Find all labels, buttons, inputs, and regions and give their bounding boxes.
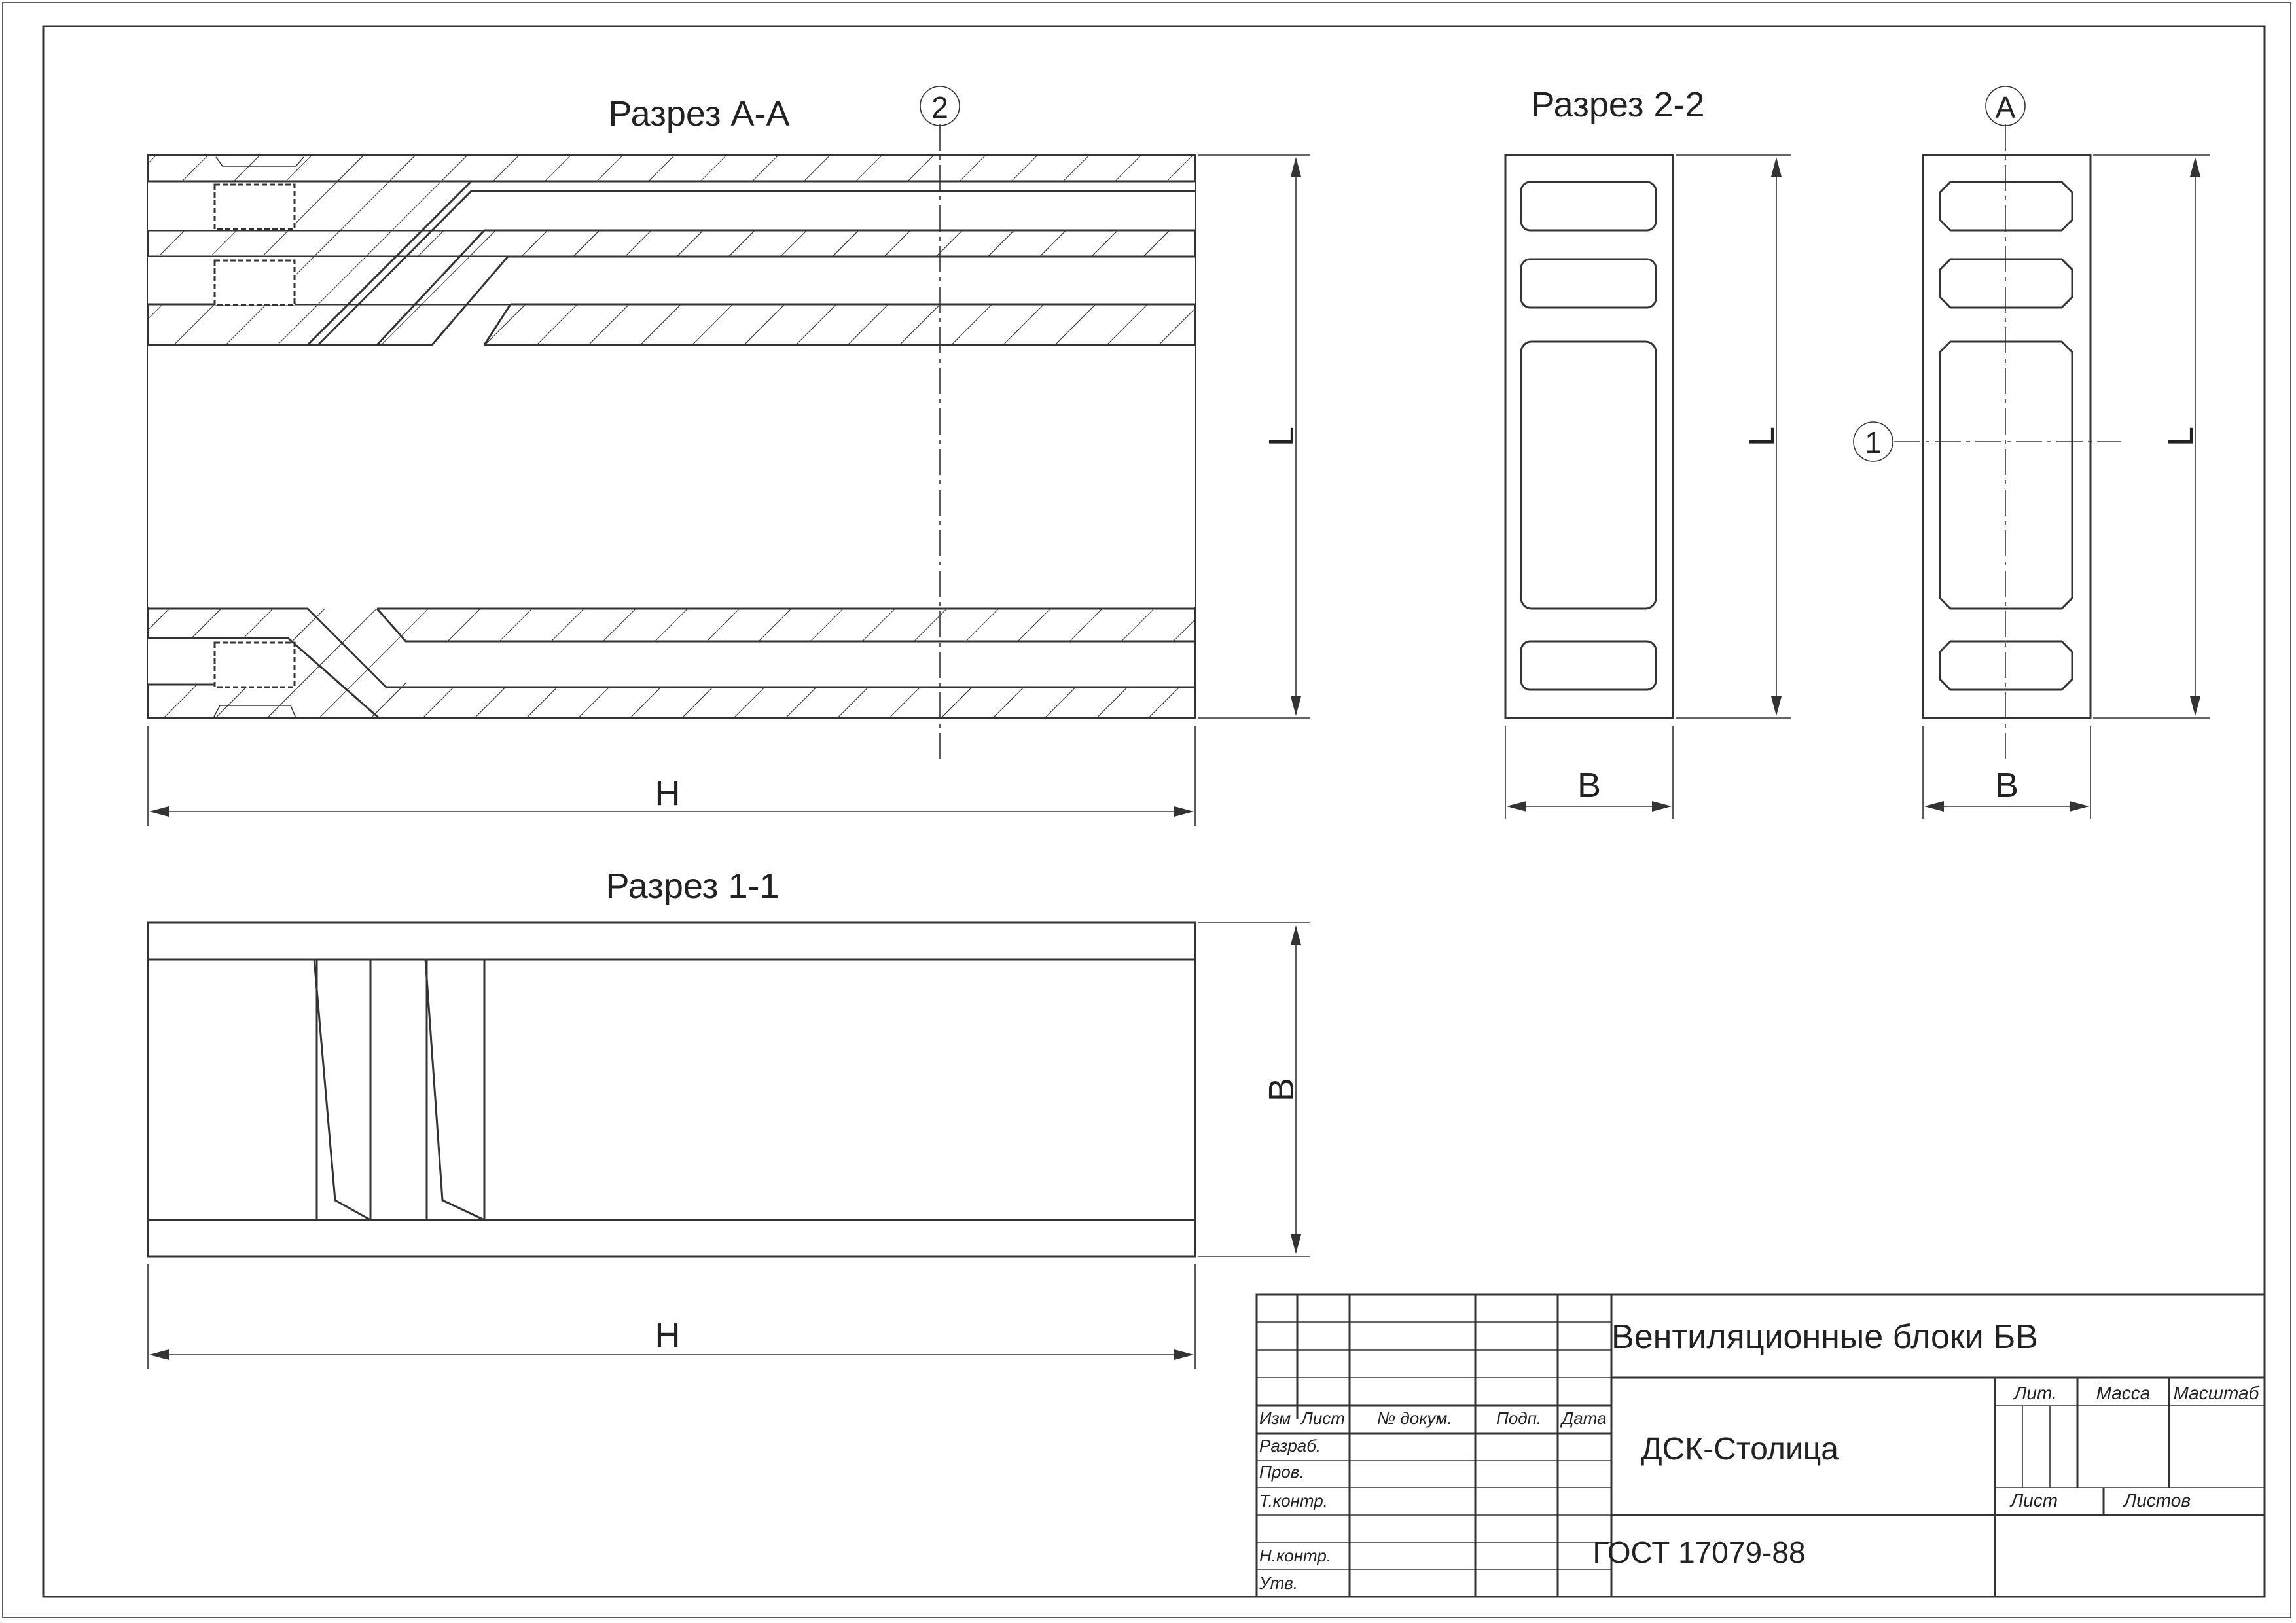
- end-view-dimension-b-label: B: [1995, 766, 2018, 805]
- aa-insert-3: [213, 641, 296, 688]
- axis-1-marker: [1853, 421, 1893, 462]
- product-name: Вентиляционные блоки БВ: [1611, 1318, 2038, 1356]
- row-razrab: Разраб.: [1259, 1436, 1321, 1455]
- axis-a-marker: [1985, 86, 2026, 126]
- section-22-dimension-b-label: B: [1577, 766, 1601, 805]
- axis-1-label: 1: [1865, 425, 1882, 459]
- sheet-label: Лист: [2009, 1490, 2058, 1510]
- axis-a-label: А: [1996, 90, 2016, 124]
- section-22-title: Разрез 2-2: [1531, 85, 1704, 124]
- section-22-dimension-l-label: L: [1742, 427, 1782, 446]
- end-view-channel-1: [1939, 181, 2073, 232]
- end-view-channel-2: [1939, 258, 2073, 309]
- aa-insert-1: [213, 183, 296, 230]
- section-22-channel-3: [1520, 640, 1657, 691]
- section-22-channel-1: [1520, 181, 1657, 232]
- row-tkontr: Т.контр.: [1259, 1491, 1328, 1510]
- col-doc-number: № докум.: [1377, 1408, 1452, 1428]
- sheets-label: Листов: [2123, 1490, 2191, 1510]
- aa-dimension-h-label: H: [655, 774, 681, 813]
- section-11-partition-2: [424, 959, 485, 1221]
- aa-insert-2: [213, 259, 296, 306]
- section-11-dimension-h-label: H: [655, 1315, 681, 1355]
- section-aa-title: Разрез А-А: [608, 94, 789, 134]
- section-aa-view: Разрез А-А: [147, 86, 1310, 826]
- aa-bend-line-1: [295, 180, 473, 358]
- row-prov: Пров.: [1259, 1462, 1304, 1482]
- section-11-partition-1: [313, 959, 371, 1221]
- standard-name: ГОСТ 17079-88: [1592, 1535, 1805, 1569]
- col-date: Дата: [1560, 1408, 1607, 1428]
- lit-label: Лит.: [2013, 1383, 2057, 1403]
- col-list: Лист: [1300, 1408, 1345, 1428]
- axis-2-marker: [920, 86, 960, 126]
- section-11-title: Разрез 1-1: [605, 866, 779, 906]
- col-izm: Изм: [1259, 1408, 1291, 1428]
- section-11-top-wall: [147, 921, 1196, 961]
- organization-name: ДСК-Столица: [1641, 1432, 1839, 1467]
- title-block: Изм Лист № докум. Подп. Дата Разраб. Про…: [1255, 1293, 2266, 1598]
- aa-dimension-l-label: L: [1262, 427, 1301, 446]
- section-11-bottom-wall: [147, 1219, 1196, 1258]
- end-view-dimension-l-label: L: [2161, 427, 2200, 446]
- section-11-dimension-b-label: B: [1262, 1078, 1301, 1101]
- end-view-outline: [1922, 154, 2092, 719]
- title-block-frame: [1255, 1293, 2266, 1598]
- section-22-channel-2: [1520, 258, 1657, 309]
- scale-label: Масштаб: [2174, 1383, 2260, 1403]
- section-22-view: Разрез 2-2 L B: [1504, 85, 1791, 819]
- drawing-frame: [42, 25, 2266, 1598]
- end-view-main-channel: [1939, 340, 2073, 610]
- axis-2-label: 2: [931, 90, 948, 124]
- end-view: А 1 L B: [1853, 86, 2210, 819]
- row-nkontr: Н.контр.: [1259, 1546, 1331, 1565]
- section-11-view: Разрез 1-1 B H: [147, 866, 1310, 1369]
- section-22-main-channel: [1520, 340, 1657, 610]
- aa-left-mass: [296, 155, 471, 345]
- mass-label: Масса: [2096, 1383, 2151, 1403]
- end-view-channel-3: [1939, 640, 2073, 691]
- row-utv: Утв.: [1259, 1573, 1298, 1593]
- section-22-outline: [1504, 154, 1674, 719]
- col-signature: Подп.: [1496, 1408, 1541, 1428]
